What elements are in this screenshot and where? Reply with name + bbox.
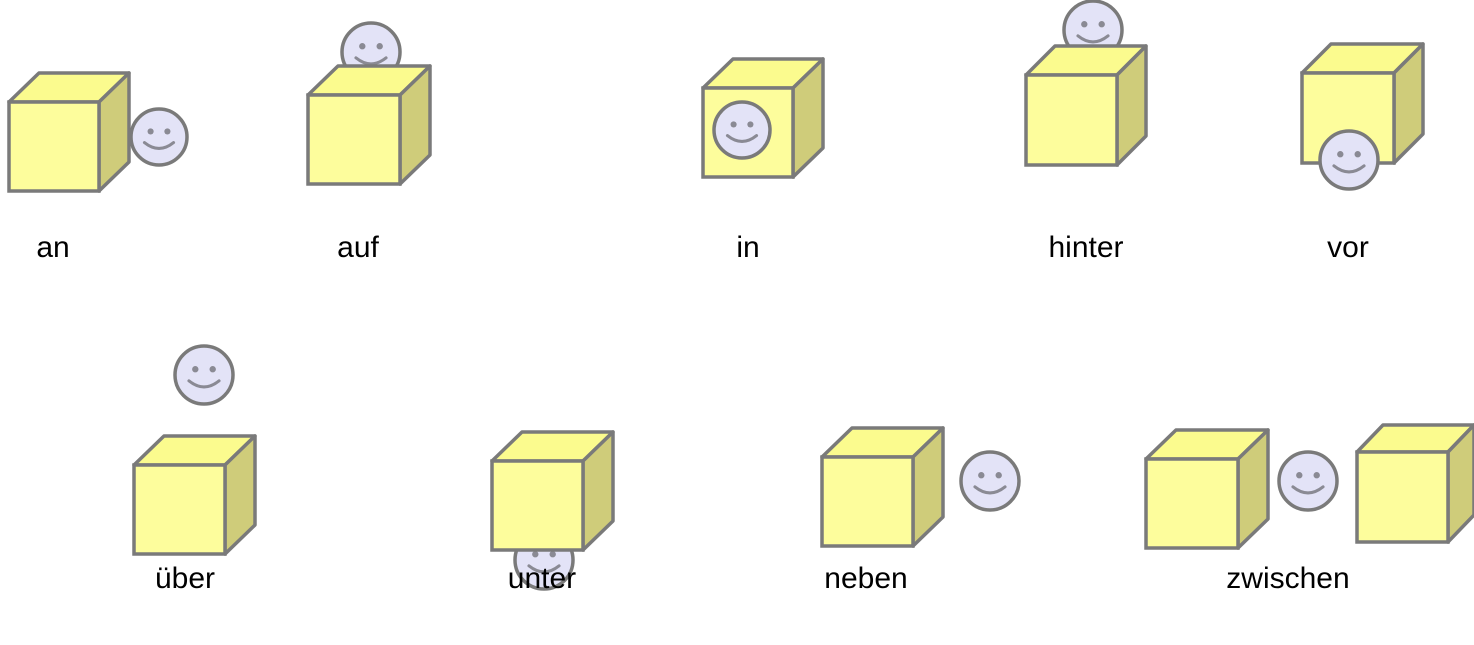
smiley-face-icon	[1279, 452, 1337, 510]
preposition-label: vor	[1327, 231, 1369, 264]
cube-icon	[134, 436, 255, 554]
preposition-label: in	[736, 231, 759, 264]
cube-icon	[1026, 46, 1146, 165]
preposition-label: zwischen	[1226, 562, 1349, 595]
preposition-auf: auf	[308, 23, 430, 264]
cube-icon	[492, 432, 613, 550]
preposition-label: hinter	[1048, 231, 1123, 264]
preposition-unter: unter	[492, 432, 613, 595]
preposition-neben: neben	[822, 428, 1019, 595]
preposition-hinter: hinter	[1026, 1, 1146, 264]
preposition-label: an	[36, 231, 69, 264]
cube-icon	[1357, 425, 1474, 542]
preposition-vor: vor	[1302, 44, 1423, 264]
cube-icon	[9, 73, 129, 191]
cube-icon	[308, 66, 430, 184]
preposition-in: in	[703, 59, 823, 264]
preposition-label: über	[155, 562, 215, 595]
preposition-label: auf	[337, 231, 379, 264]
cube-icon	[822, 428, 943, 546]
smiley-face-icon	[1320, 131, 1378, 189]
smiley-face-icon	[131, 109, 187, 165]
smiley-face-icon	[175, 346, 233, 404]
preposition-an: an	[9, 73, 187, 264]
preposition-zwischen: zwischen	[1146, 425, 1474, 595]
smiley-face-icon	[714, 102, 770, 158]
preposition-label: neben	[824, 562, 907, 595]
smiley-face-icon	[961, 452, 1019, 510]
preposition-label: unter	[508, 562, 576, 595]
preposition-ueber: über	[134, 346, 255, 595]
cube-icon	[1146, 430, 1268, 548]
